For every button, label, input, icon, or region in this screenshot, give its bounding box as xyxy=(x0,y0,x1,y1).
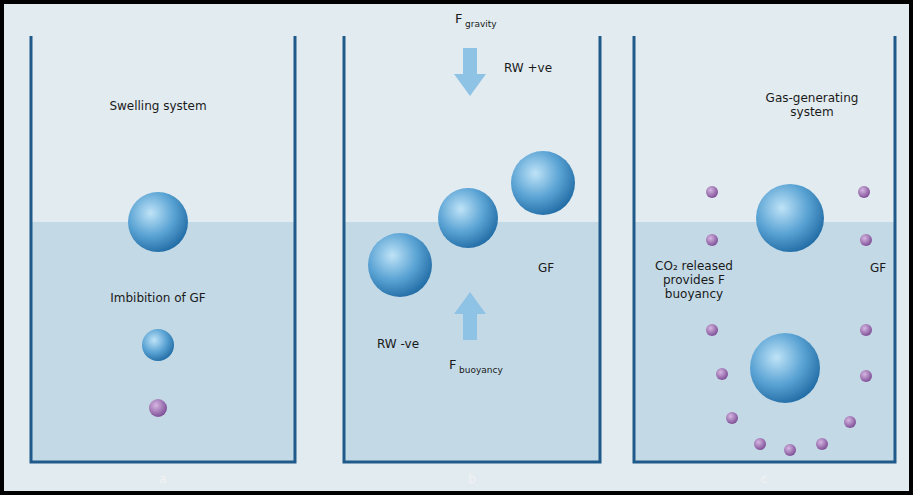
tablet xyxy=(511,151,575,215)
beaker xyxy=(31,36,295,462)
tablet xyxy=(750,333,820,403)
panel-letter: b xyxy=(468,473,476,487)
liquid xyxy=(635,222,894,462)
beaker xyxy=(344,36,600,462)
gas-label: CO₂ released provides F buoyancy xyxy=(638,260,750,301)
particle xyxy=(149,399,167,417)
system-title: Swelling system xyxy=(98,100,218,114)
tablet xyxy=(368,233,432,297)
tablet xyxy=(142,329,174,361)
force-arrow xyxy=(454,292,486,340)
tablet xyxy=(756,184,824,252)
fluid-label: GF xyxy=(870,262,886,276)
process-label: Imbibition of GF xyxy=(83,292,233,306)
tablet xyxy=(438,188,498,248)
liquid xyxy=(345,222,599,462)
weight-label: RW -ve xyxy=(377,338,419,352)
liquid xyxy=(32,222,294,462)
panel-letter: a xyxy=(159,473,166,487)
force-subscript: gravity xyxy=(465,19,497,29)
force-subscript: buoyancy xyxy=(459,365,503,375)
panel-letter: c xyxy=(761,473,768,487)
system-title: Gas-generating system xyxy=(752,92,872,120)
force-arrow xyxy=(454,48,486,96)
force-symbol: F xyxy=(449,358,456,373)
tablet xyxy=(128,192,188,252)
force-symbol: F xyxy=(455,12,462,27)
beaker xyxy=(634,36,895,462)
ground xyxy=(4,4,909,491)
weight-label: RW +ve xyxy=(504,62,552,76)
fluid-label: GF xyxy=(538,262,554,276)
gas-bubbles xyxy=(706,186,872,456)
